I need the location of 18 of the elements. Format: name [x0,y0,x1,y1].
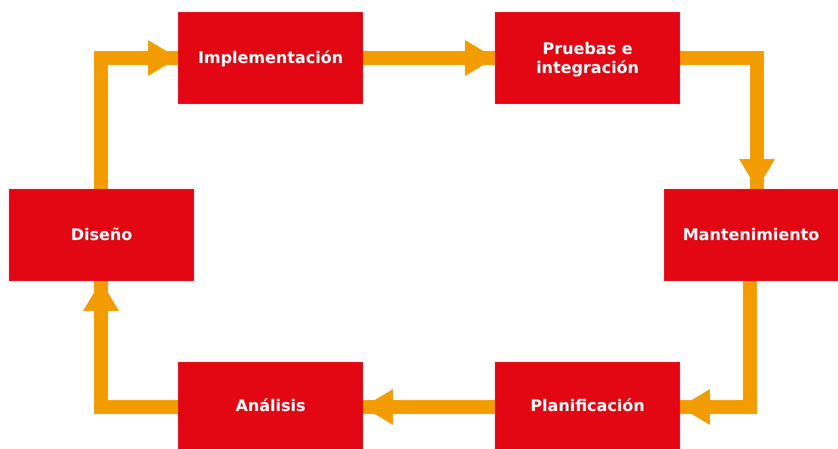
step-label: Diseño [70,225,132,245]
process-box [178,362,363,449]
arrow [680,281,757,425]
arrow [680,51,775,189]
step-label: Planificación [530,396,645,416]
arrow [83,281,178,414]
step-label: Mantenimiento [682,225,820,245]
process-box [664,189,838,281]
process-box [495,362,680,449]
arrow [94,40,178,189]
process-box [495,12,680,104]
arrow [363,40,495,76]
process-box [9,189,194,281]
step-label: Pruebas e integración [535,38,640,78]
process-box [178,12,363,104]
step-label: Implementación [198,48,344,68]
arrow [363,389,495,425]
step-label: Análisis [235,396,306,416]
